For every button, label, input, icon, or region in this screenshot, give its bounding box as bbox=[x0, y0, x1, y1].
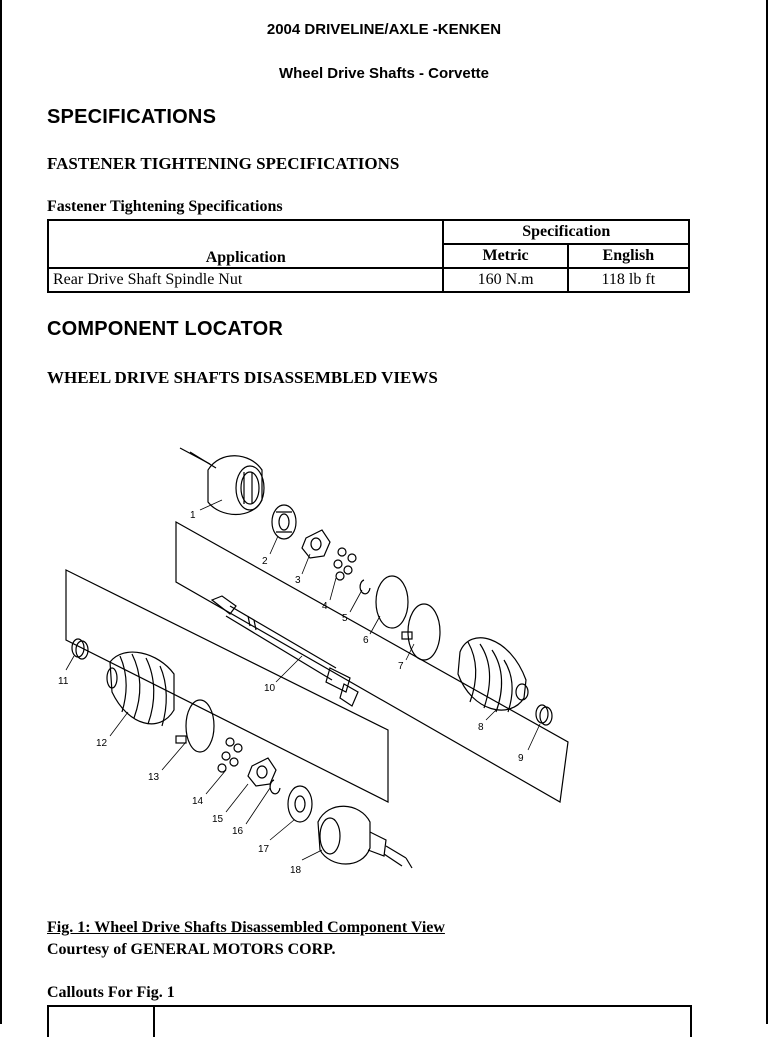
cell-metric: 160 N.m bbox=[442, 267, 569, 293]
callouts-table-divider bbox=[153, 1007, 155, 1037]
shaft bbox=[210, 595, 359, 707]
lower-assembly-box bbox=[65, 569, 389, 803]
column-header-application: Application bbox=[46, 219, 445, 269]
document-title: 2004 DRIVELINE/AXLE -KENKEN bbox=[266, 21, 502, 38]
cage bbox=[271, 504, 297, 540]
page-border-left bbox=[0, 0, 2, 1024]
callout-13: 13 bbox=[148, 772, 160, 783]
boot-clamp-small-lower bbox=[71, 638, 89, 660]
boot-clamp-lower bbox=[175, 699, 215, 753]
disassembled-views-heading: WHEEL DRIVE SHAFTS DISASSEMBLED VIEWS bbox=[47, 368, 438, 387]
figure-caption: Fig. 1: Wheel Drive Shafts Disassembled … bbox=[47, 919, 445, 936]
leader-lines bbox=[65, 499, 541, 861]
callout-11: 11 bbox=[58, 676, 69, 687]
specifications-heading: SPECIFICATIONS bbox=[47, 106, 217, 128]
component-locator-heading: COMPONENT LOCATOR bbox=[47, 318, 283, 340]
callout-2: 2 bbox=[262, 556, 268, 567]
cell-application: Rear Drive Shaft Spindle Nut bbox=[46, 267, 445, 293]
fastener-spec-table: Application Specification Metric English… bbox=[46, 219, 691, 293]
cage-lower bbox=[287, 785, 313, 823]
cell-english: 118 lb ft bbox=[566, 267, 691, 293]
column-header-metric: Metric bbox=[442, 243, 569, 269]
column-header-english: English bbox=[566, 243, 691, 269]
callout-8: 8 bbox=[478, 722, 484, 733]
boot-clamp-small bbox=[535, 704, 553, 726]
callout-6: 6 bbox=[363, 635, 369, 646]
fastener-specs-heading: FASTENER TIGHTENING SPECIFICATIONS bbox=[47, 154, 400, 173]
boot-clamp-large bbox=[375, 575, 409, 629]
callout-12: 12 bbox=[96, 738, 108, 749]
page-border-right bbox=[766, 0, 768, 1024]
callout-5: 5 bbox=[342, 613, 348, 624]
table-row: Rear Drive Shaft Spindle Nut 160 N.m 118… bbox=[46, 267, 691, 293]
callout-4: 4 bbox=[322, 601, 328, 612]
callout-15: 15 bbox=[212, 814, 224, 825]
callout-1: 1 bbox=[190, 510, 196, 521]
upper-assembly-box bbox=[175, 520, 569, 803]
boot-clamp-2 bbox=[401, 603, 441, 661]
boot-lower bbox=[106, 651, 175, 727]
drive-shaft-exploded-diagram: 1 2 3 4 5 6 7 8 9 10 11 12 13 14 15 16 1… bbox=[58, 447, 569, 876]
column-header-specification: Specification bbox=[442, 219, 690, 245]
callout-7: 7 bbox=[398, 661, 404, 672]
boot-upper bbox=[457, 637, 529, 713]
outer-joint-housing bbox=[179, 447, 265, 515]
outer-joint-lower bbox=[317, 805, 413, 869]
callout-14: 14 bbox=[192, 796, 204, 807]
balls-upper bbox=[333, 547, 357, 581]
callouts-table bbox=[47, 1005, 692, 1037]
inner-race bbox=[301, 529, 331, 559]
callout-18: 18 bbox=[290, 865, 302, 876]
callout-9: 9 bbox=[518, 753, 524, 764]
callouts-heading: Callouts For Fig. 1 bbox=[47, 984, 175, 1001]
callout-10: 10 bbox=[264, 683, 276, 694]
callout-3: 3 bbox=[295, 575, 301, 586]
table-caption: Fastener Tightening Specifications bbox=[47, 198, 283, 215]
document-subtitle: Wheel Drive Shafts - Corvette bbox=[278, 65, 490, 82]
balls-lower bbox=[217, 737, 243, 773]
figure-courtesy: Courtesy of GENERAL MOTORS CORP. bbox=[47, 941, 336, 958]
callout-16: 16 bbox=[232, 826, 244, 837]
callout-17: 17 bbox=[258, 844, 270, 855]
retaining-ring bbox=[359, 579, 371, 595]
retaining-ring-lower bbox=[269, 779, 281, 795]
